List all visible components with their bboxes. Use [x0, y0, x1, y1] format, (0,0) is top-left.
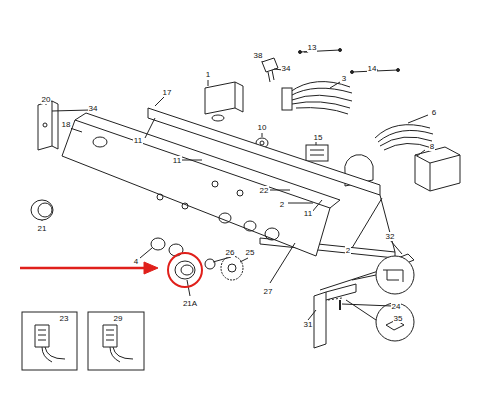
callout-number: 20 — [41, 95, 52, 104]
callout-number: 17 — [162, 88, 173, 97]
callout-number: 11 — [303, 209, 313, 218]
callout-number: 10 — [257, 123, 268, 132]
callout-number: 24 — [391, 302, 402, 311]
callout-number: 1 — [205, 70, 211, 79]
callout-number: 15 — [313, 133, 324, 142]
callout-number: 21A — [182, 299, 198, 308]
callout-number: 26 — [225, 248, 236, 257]
callout-number: 35 — [393, 314, 404, 323]
callout-number: 11 — [172, 156, 182, 165]
callout-number: 13 — [307, 43, 318, 52]
callout-number: 22 — [259, 186, 270, 195]
callout-number: 23 — [59, 314, 70, 323]
callout-number: 2 — [279, 200, 285, 209]
callout-number: 14 — [367, 64, 378, 73]
callout-number: 31 — [303, 320, 314, 329]
callout-number: 34 — [281, 64, 292, 73]
callout-number: 32 — [385, 232, 396, 241]
callout-number: 27 — [263, 287, 274, 296]
callout-number: 11 — [133, 136, 143, 145]
callout-number: 18 — [61, 120, 72, 129]
callout-number: 8 — [429, 142, 435, 151]
callout-number: 38 — [253, 51, 264, 60]
callout-number: 2 — [345, 246, 351, 255]
callout-number: 4 — [133, 257, 139, 266]
callout-number: 29 — [113, 314, 124, 323]
callout-number: 21 — [37, 224, 48, 233]
callout-number: 3 — [341, 74, 347, 83]
callout-number: 34 — [88, 104, 99, 113]
callout-number: 25 — [245, 248, 256, 257]
callout-number: 6 — [431, 108, 437, 117]
